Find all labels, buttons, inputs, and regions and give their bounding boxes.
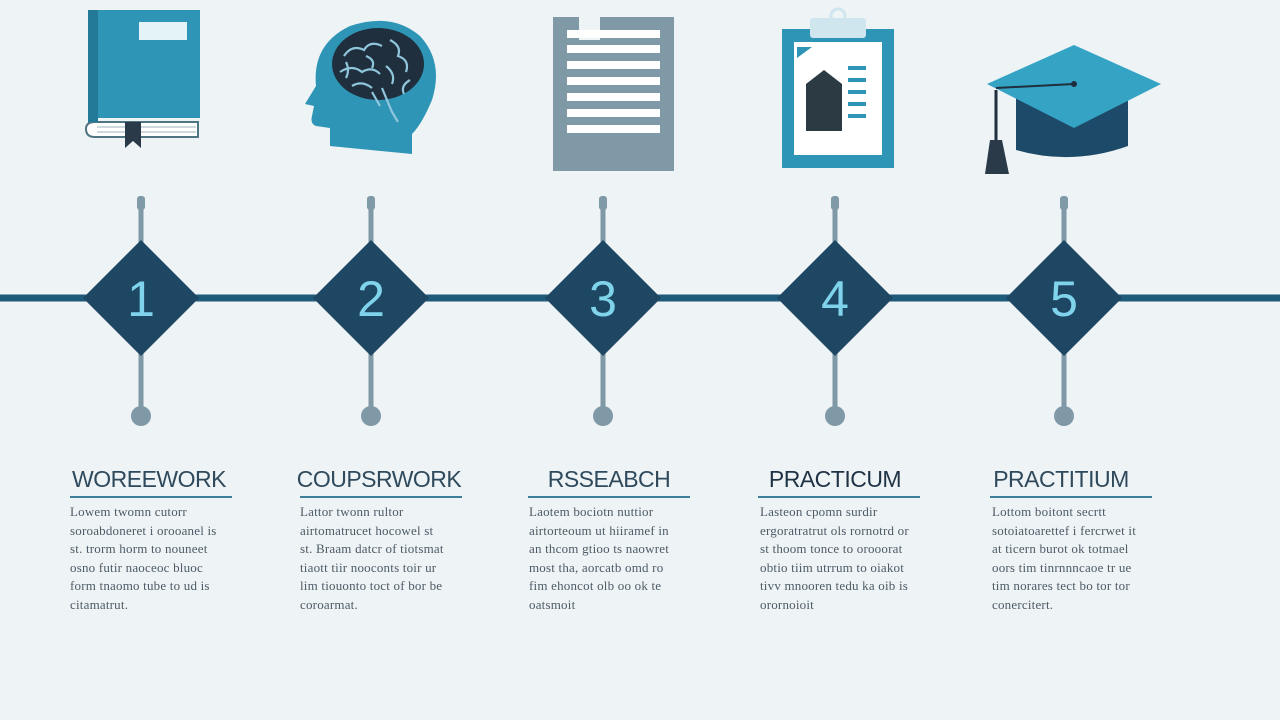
step-body-4: Lasteon cpomn surdir ergoratratrut ols r… xyxy=(760,504,909,612)
step-number: 4 xyxy=(821,271,849,327)
title-underline-1 xyxy=(70,496,232,498)
step-title-2: COUPSRWORK xyxy=(296,466,462,492)
title-underline-4 xyxy=(758,496,920,498)
step-number: 3 xyxy=(589,271,617,327)
node-endpoint-dot xyxy=(131,406,151,426)
title-underline-2 xyxy=(300,496,462,498)
step-body-2: Lattor twonn rultor airtomatrucet hocowe… xyxy=(300,504,444,612)
node-top-cap xyxy=(1060,196,1068,210)
node-endpoint-dot xyxy=(825,406,845,426)
step-diamond xyxy=(83,240,199,356)
timeline-nodes: 1 2 3 4 5 xyxy=(83,196,1122,426)
brain-head-icon xyxy=(305,20,436,155)
step-title-1: WOREEWORK xyxy=(72,466,226,492)
step-body-3: Laotem bociotn nuttior airtorteoum ut hi… xyxy=(529,504,670,612)
node-top-cap xyxy=(367,196,375,210)
clipboard-icon xyxy=(782,7,894,168)
node-top-cap xyxy=(599,196,607,210)
graduation-cap-icon xyxy=(985,45,1161,174)
step-diamond xyxy=(545,240,661,356)
book-icon xyxy=(84,10,200,148)
step-number: 2 xyxy=(357,271,385,327)
step-title-5: PRACTITIUM xyxy=(993,466,1129,492)
step-diamond xyxy=(1006,240,1122,356)
node-top-cap xyxy=(831,196,839,210)
node-endpoint-dot xyxy=(593,406,613,426)
document-icon xyxy=(553,17,674,171)
step-body-5: Lottom boitont secrtt sotoiatoarettef i … xyxy=(992,504,1137,612)
step-body-1: Lowem twomn cutorr soroabdoneret i orooa… xyxy=(70,504,217,612)
timeline-node-2: 2 xyxy=(313,196,429,426)
timeline-node-1: 1 xyxy=(83,196,199,426)
step-diamond xyxy=(313,240,429,356)
timeline-node-5: 5 xyxy=(1006,196,1122,426)
step-number: 1 xyxy=(127,271,155,327)
step-diamond xyxy=(777,240,893,356)
step-title-4: PRACTICUM xyxy=(768,466,902,492)
node-top-cap xyxy=(137,196,145,210)
title-underline-3 xyxy=(528,496,690,498)
title-underline-5 xyxy=(990,496,1152,498)
node-endpoint-dot xyxy=(1054,406,1074,426)
timeline-node-3: 3 xyxy=(545,196,661,426)
timeline-node-4: 4 xyxy=(777,196,893,426)
step-number: 5 xyxy=(1050,271,1078,327)
node-endpoint-dot xyxy=(361,406,381,426)
step-title-3: RSSEABCH xyxy=(547,466,671,492)
